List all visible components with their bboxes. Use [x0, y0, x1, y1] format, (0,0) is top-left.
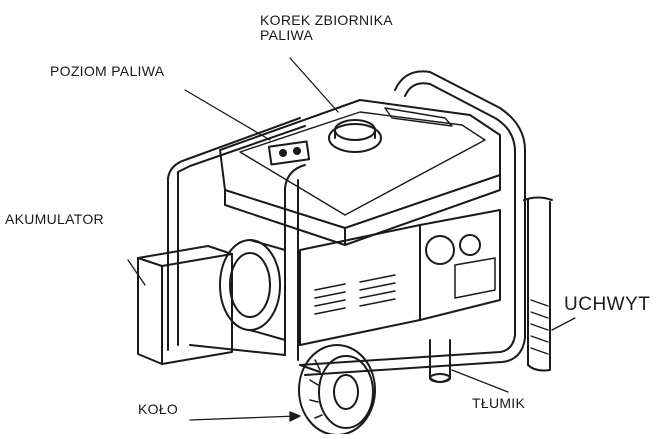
handle-grip — [523, 196, 553, 372]
fuel-cap-label: KOREK ZBIORNIKA PALIWA — [260, 12, 393, 44]
fuel-tank — [219, 99, 501, 246]
wheel-pointer — [189, 415, 298, 421]
engine — [299, 209, 501, 346]
fuel-cap-pointer — [289, 57, 339, 113]
battery-pointer — [127, 259, 146, 286]
handle-label: UCHWYT — [564, 294, 651, 315]
battery-label: AKUMULATOR — [5, 211, 104, 227]
fuel-gauge — [267, 140, 311, 166]
fuel-level-label: POZIOM PALIWA — [50, 63, 165, 79]
muffler-label: TŁUMIK — [472, 395, 526, 411]
leader-lines — [127, 57, 576, 422]
alternator — [219, 239, 286, 341]
fuel-cap — [328, 119, 382, 153]
handle-pointer — [551, 317, 576, 331]
fuel-cap-label-line1: KOREK ZBIORNIKA — [260, 12, 393, 28]
wheel — [298, 344, 376, 436]
fuel-level-pointer — [184, 89, 271, 141]
muffler-pointer — [451, 369, 509, 393]
muffler — [429, 339, 451, 383]
frame — [167, 70, 526, 376]
wheel-label: KOŁO — [138, 401, 179, 417]
battery — [137, 245, 233, 365]
fuel-cap-label-line2: PALIWA — [260, 27, 314, 44]
